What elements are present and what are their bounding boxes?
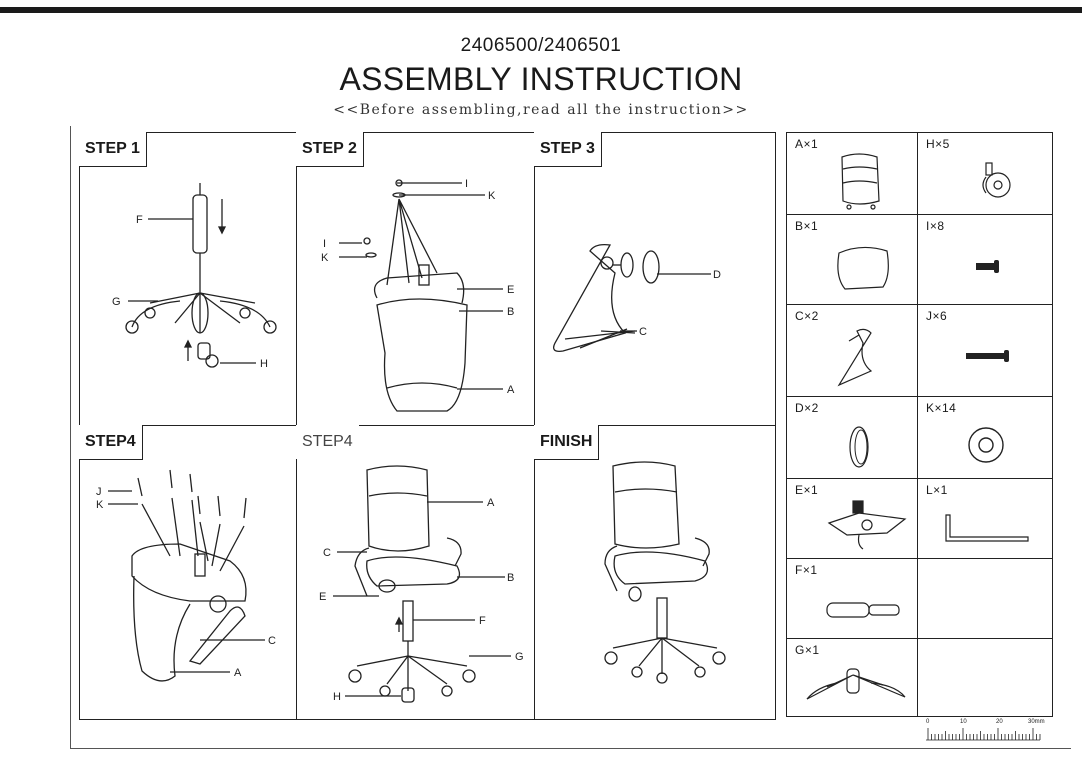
mm-ruler: 0 10 20 30mm [924,716,1045,742]
step-2-panel: STEP 2 I K I K E B A [296,132,535,426]
step-2-label-k-top: K [488,190,496,202]
mechanism-icon [827,500,907,550]
armrest-icon [837,328,873,387]
step-4a-label-c: C [268,635,276,647]
step-2-label-k: K [321,252,329,264]
part-b-cell: B×1 [787,215,918,305]
part-empty-1 [918,559,1052,639]
step-4a-label-a: A [234,667,242,679]
chair-back-icon [841,153,880,210]
step-2-tag: STEP 2 [296,132,364,167]
seat-icon [837,246,889,290]
step-4b-label-b: B [507,572,514,584]
step-1-tag: STEP 1 [79,132,147,167]
washer-icon [968,427,1004,463]
part-f-label: F×1 [795,563,818,577]
part-j-cell: J×6 [918,305,1052,397]
step-4a-panel: STEP4 J K C A [79,425,297,719]
step-4b-label-f: F [479,615,486,627]
page-title: ASSEMBLY INSTRUCTION [339,61,743,97]
step-2-label-i-top: I [465,178,468,190]
ruler-label-20: 20 [996,719,1003,725]
step-4b-label-g: G [515,651,524,663]
allen-key-icon [945,514,1029,542]
model-number: 2406500/2406501 [460,35,622,56]
step-4a-diagram: J K C A [96,469,276,682]
step-4b-label-h: H [333,691,341,703]
part-g-cell: G×1 [787,639,918,716]
part-c-cell: C×2 [787,305,918,397]
steps-grid: STEP 1 F G H STEP [79,132,776,720]
part-d-label: D×2 [795,401,819,415]
part-k-cell: K×14 [918,397,1052,479]
caster-icon [982,162,1011,198]
step-2-label-b: B [507,306,514,318]
part-e-label: E×1 [795,483,819,497]
ruler-label-30: 30mm [1028,719,1045,725]
gas-lift-icon [826,602,900,618]
ruler-label-0: 0 [926,719,930,725]
part-b-label: B×1 [795,219,819,233]
finish-tag: FINISH [534,425,600,460]
step-1-label-h: H [260,358,268,370]
part-f-cell: F×1 [787,559,918,639]
part-a-cell: A×1 [787,133,918,215]
step-4b-label-e: E [319,591,326,603]
page-frame [70,126,1071,749]
step-2-label-a: A [507,384,515,396]
step-1-panel: STEP 1 F G H [79,132,297,426]
part-l-cell: L×1 [918,479,1052,559]
step-3-label-d: D [713,269,721,281]
step-4b-tag: STEP4 [296,425,359,459]
step-3-panel: STEP 3 D C [534,132,775,426]
step-4b-diagram: A C B E F G H [319,465,524,703]
part-i-cell: I×8 [918,215,1052,305]
part-i-label: I×8 [926,219,945,233]
step-4a-tag: STEP4 [79,425,143,460]
step-4b-panel: STEP4 [296,425,535,719]
part-d-cell: D×2 [787,397,918,479]
part-l-label: L×1 [926,483,948,497]
step-3-label-c: C [639,326,647,338]
step-3-diagram: D C [552,243,721,352]
step-1-diagram: F G H [112,183,277,370]
part-e-cell: E×1 [787,479,918,559]
top-rule [0,7,1082,13]
long-bolt-icon [966,350,1009,362]
part-g-label: G×1 [795,643,820,657]
part-j-label: J×6 [926,309,948,323]
part-empty-2 [918,639,1052,716]
step-1-label-f: F [136,214,143,226]
finish-diagram [604,461,726,684]
step-4a-label-j: J [96,486,102,498]
short-bolt-icon [976,260,999,273]
part-a-label: A×1 [795,137,819,151]
parts-list: A×1 H×5 B×1 I×8 C× [786,132,1053,717]
step-4b-label-c: C [323,547,331,559]
ruler-label-10: 10 [960,719,967,725]
part-h-label: H×5 [926,137,950,151]
step-2-label-i: I [323,238,326,250]
part-k-label: K×14 [926,401,957,415]
part-h-cell: H×5 [918,133,1052,215]
step-3-tag: STEP 3 [534,132,602,167]
finish-panel: FINISH [534,425,775,719]
step-1-label-g: G [112,296,121,308]
step-4a-label-k: K [96,499,104,511]
part-c-label: C×2 [795,309,819,323]
cap-icon [849,426,869,468]
step-2-label-e: E [507,284,514,296]
step-4b-label-a: A [487,497,495,509]
step-2-diagram: I K I K E B A [321,178,515,412]
star-base-icon [806,668,906,700]
page-subtitle: <<Before assembling,read all the instruc… [333,102,749,118]
